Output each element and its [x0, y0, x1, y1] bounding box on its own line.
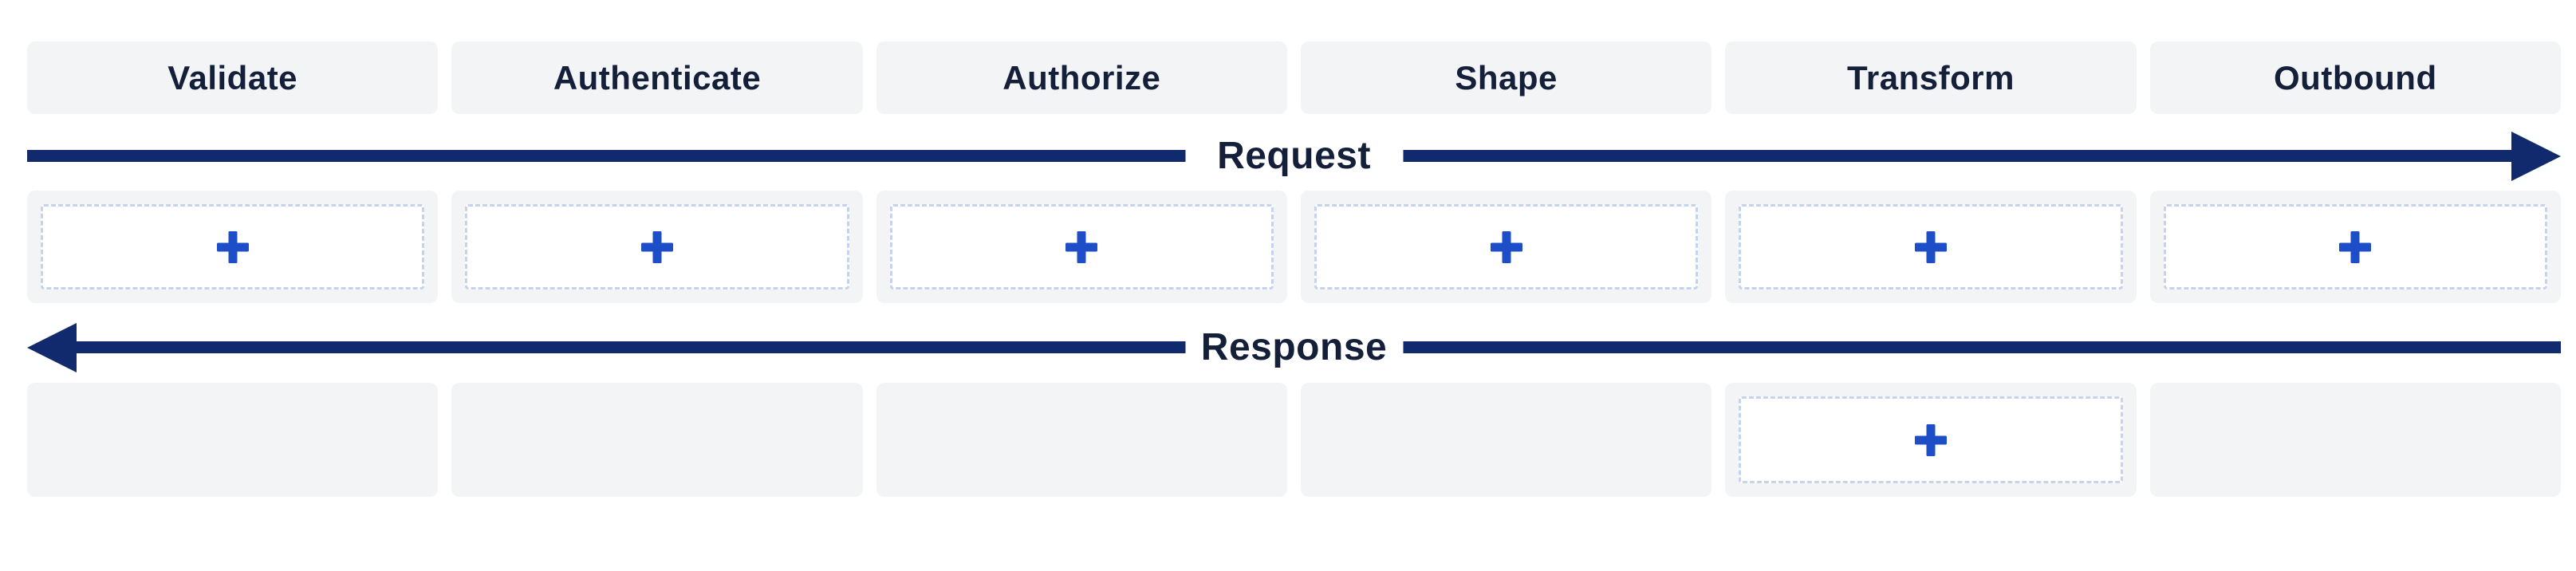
policy-slot-transform-response [1725, 383, 2137, 497]
request-policy-row [27, 191, 2561, 303]
plus-icon [640, 230, 673, 263]
policy-slot-outbound-request [2149, 191, 2561, 303]
policy-slot-authorize-response [876, 383, 1287, 497]
stage-header-transform: Transform [1725, 41, 2137, 114]
request-label-zone: Request [1185, 114, 1403, 191]
policy-slot-outbound-response [2149, 383, 2561, 497]
policy-slot-authenticate-request [451, 191, 863, 303]
plus-icon [1914, 230, 1947, 263]
request-label: Request [1217, 135, 1371, 177]
add-policy-dropzone-outbound-request[interactable] [2163, 204, 2547, 289]
policy-slot-authorize-request [876, 191, 1287, 303]
stage-header-shape: Shape [1300, 41, 1712, 114]
add-policy-dropzone-authorize-request[interactable] [889, 204, 1274, 289]
policy-slot-authenticate-response [451, 383, 863, 497]
policy-slot-validate-request [27, 191, 439, 303]
response-label-zone: Response [1185, 303, 1403, 383]
policy-slot-transform-request [1725, 191, 2137, 303]
plus-icon [1490, 230, 1522, 263]
response-policy-row [27, 383, 2561, 497]
response-flow-arrow: Response [27, 303, 2561, 383]
add-policy-dropzone-shape-request[interactable] [1314, 204, 1699, 289]
request-flow-arrow: Request [27, 114, 2561, 191]
stage-header-outbound: Outbound [2149, 41, 2561, 114]
add-policy-dropzone-authenticate-request[interactable] [465, 204, 849, 289]
stage-header-authorize: Authorize [876, 41, 1287, 114]
request-arrow-head-icon [2511, 131, 2561, 181]
stage-header-row: Validate Authenticate Authorize Shape Tr… [27, 41, 2561, 114]
add-policy-dropzone-transform-response[interactable] [1739, 396, 2123, 483]
policy-pipeline: Validate Authenticate Authorize Shape Tr… [27, 41, 2561, 497]
policy-slot-validate-response [27, 383, 439, 497]
add-policy-dropzone-validate-request[interactable] [41, 204, 425, 289]
policy-slot-shape-request [1300, 191, 1712, 303]
response-label: Response [1200, 326, 1388, 368]
stage-header-authenticate: Authenticate [451, 41, 863, 114]
response-arrow-head-icon [27, 322, 77, 372]
plus-icon [1914, 423, 1947, 456]
plus-icon [2339, 230, 2372, 263]
stage-header-validate: Validate [27, 41, 439, 114]
plus-icon [216, 230, 249, 263]
policy-slot-shape-response [1300, 383, 1712, 497]
plus-icon [1065, 230, 1098, 263]
add-policy-dropzone-transform-request[interactable] [1739, 204, 2123, 289]
